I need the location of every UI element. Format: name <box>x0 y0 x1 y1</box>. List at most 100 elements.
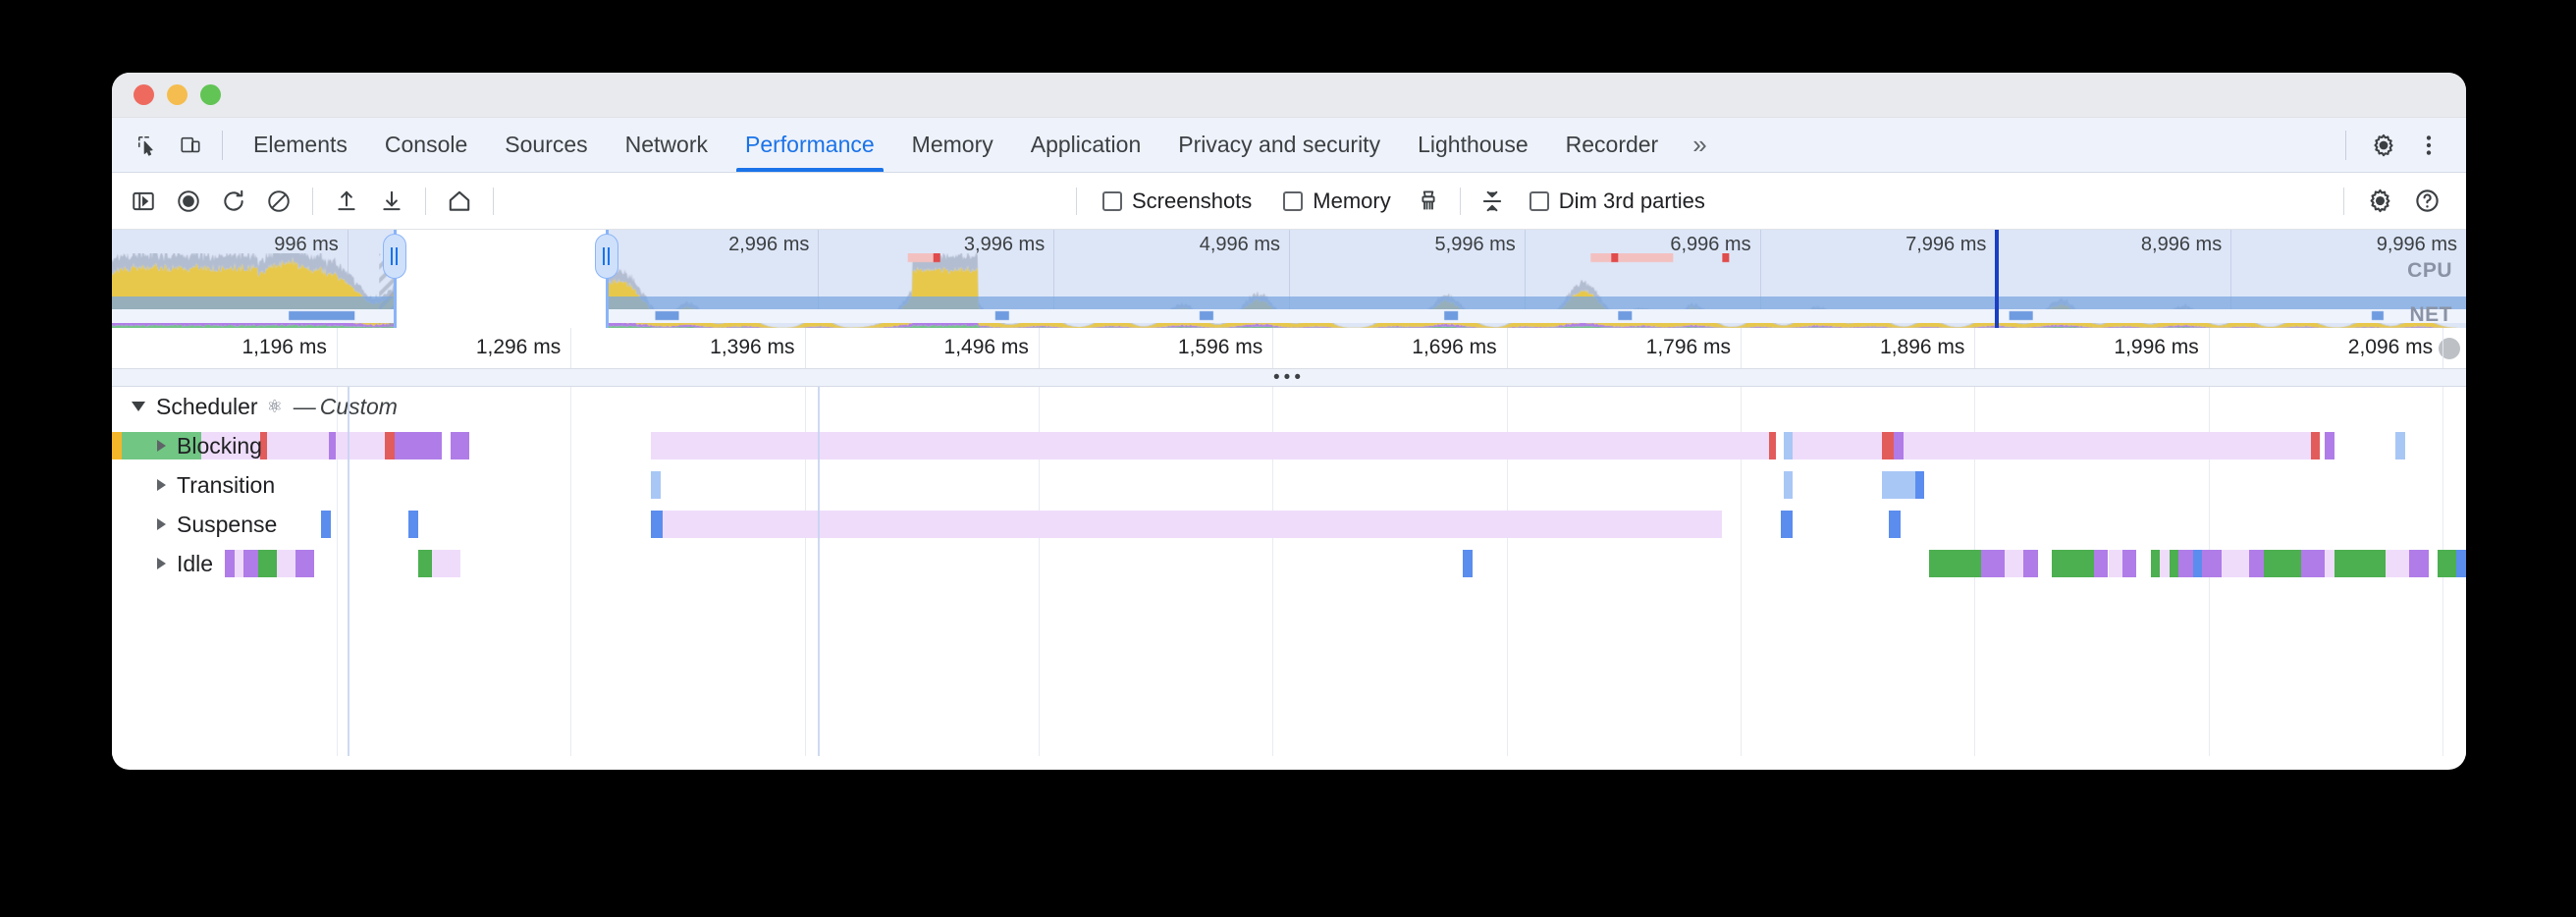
memory-checkbox-box[interactable] <box>1283 190 1304 211</box>
timeline-overview[interactable]: 996 ms1,996 ms2,996 ms3,996 ms4,996 ms5,… <box>112 230 2466 328</box>
flame-event-bar[interactable] <box>651 511 664 538</box>
reload-and-record-button[interactable] <box>212 182 255 221</box>
flame-event-bar[interactable] <box>1981 550 2005 577</box>
collapse-expand-icon[interactable] <box>1471 182 1514 221</box>
more-tabs-chevron-icon[interactable]: » <box>1692 130 1707 159</box>
flame-event-bar[interactable] <box>2150 550 2161 577</box>
flame-event-bar[interactable] <box>2325 550 2334 577</box>
chevron-right-icon[interactable] <box>157 440 166 452</box>
capture-settings-gear-icon[interactable] <box>2358 182 2401 221</box>
flame-event-bar[interactable] <box>1894 432 1904 459</box>
track-row-suspense[interactable]: Suspense <box>112 505 2466 544</box>
flame-event-bar[interactable] <box>1783 471 1794 499</box>
flame-event-bar[interactable] <box>385 432 395 459</box>
flame-event-bar[interactable] <box>2202 550 2222 577</box>
flame-event-bar[interactable] <box>1903 432 2311 459</box>
flame-event-bar[interactable] <box>408 511 418 538</box>
minimize-window-button[interactable] <box>167 84 188 105</box>
record-button[interactable] <box>167 182 210 221</box>
flame-event-bar[interactable] <box>2169 550 2179 577</box>
flame-event-bar[interactable] <box>243 550 258 577</box>
settings-gear-icon[interactable] <box>2364 127 2403 164</box>
track-idle-label[interactable]: Idle <box>112 544 213 583</box>
horizontal-scroll-knob[interactable] <box>2439 338 2460 359</box>
dim-3rd-parties-checkbox-box[interactable] <box>1529 190 1549 211</box>
flame-event-bar[interactable] <box>321 511 331 538</box>
flame-event-bar[interactable] <box>2325 432 2334 459</box>
flame-event-bar[interactable] <box>328 432 336 459</box>
flame-event-bar[interactable] <box>2249 550 2264 577</box>
flame-event-bar[interactable] <box>225 550 235 577</box>
flame-event-bar[interactable] <box>2178 550 2193 577</box>
flame-event-bar[interactable] <box>2094 550 2109 577</box>
flame-event-bar[interactable] <box>1929 550 1981 577</box>
overview-resize-handle-left[interactable] <box>382 234 406 279</box>
flame-event-bar[interactable] <box>651 471 661 499</box>
flame-event-bar[interactable] <box>2395 432 2405 459</box>
flame-event-bar[interactable] <box>2121 550 2137 577</box>
flame-event-bar[interactable] <box>267 432 329 459</box>
upload-profile-button[interactable] <box>325 182 368 221</box>
inspect-element-icon[interactable] <box>128 127 167 164</box>
toggle-sidebar-button[interactable] <box>122 182 165 221</box>
dim-3rd-parties-checkbox[interactable]: Dim 3rd parties <box>1514 189 1721 214</box>
flame-event-bar[interactable] <box>2301 550 2326 577</box>
track-row-transition[interactable]: Transition <box>112 465 2466 505</box>
tab-privacy-and-security[interactable]: Privacy and security <box>1178 132 1381 157</box>
flame-event-bar[interactable] <box>2023 550 2038 577</box>
tab-lighthouse[interactable]: Lighthouse <box>1418 132 1529 157</box>
tab-elements[interactable]: Elements <box>253 132 348 157</box>
pane-resize-divider[interactable]: ••• <box>112 368 2466 387</box>
track-transition-label[interactable]: Transition <box>112 465 275 505</box>
tab-application[interactable]: Application <box>1030 132 1142 157</box>
chevron-right-icon[interactable] <box>157 558 166 569</box>
track-suspense-bars[interactable] <box>112 511 2466 538</box>
flame-chart[interactable]: Scheduler ⚛ — Custom Blocking <box>112 387 2466 756</box>
overview-selection-left-edge[interactable] <box>393 230 397 328</box>
download-profile-button[interactable] <box>370 182 413 221</box>
flame-event-bar[interactable] <box>2438 550 2457 577</box>
screenshots-checkbox-box[interactable] <box>1102 190 1122 211</box>
track-transition-bars[interactable] <box>112 471 2466 499</box>
flame-event-bar[interactable] <box>441 432 452 459</box>
track-group-scheduler-label[interactable]: Scheduler ⚛ — Custom <box>112 387 398 426</box>
collect-garbage-icon[interactable] <box>1407 182 1450 221</box>
flame-event-bar[interactable] <box>2192 550 2203 577</box>
flame-event-bar[interactable] <box>2004 550 2024 577</box>
tab-network[interactable]: Network <box>624 132 708 157</box>
flame-event-bar[interactable] <box>1783 432 1794 459</box>
track-row-idle[interactable]: Idle <box>112 544 2466 583</box>
overview-playhead-cursor[interactable] <box>1995 230 2000 328</box>
tab-sources[interactable]: Sources <box>505 132 588 157</box>
live-metrics-home-button[interactable] <box>438 182 481 221</box>
kebab-menu-icon[interactable] <box>2409 127 2448 164</box>
flame-event-bar[interactable] <box>2386 550 2410 577</box>
track-blocking-bars[interactable] <box>112 432 2466 459</box>
flame-event-bar[interactable] <box>335 432 386 459</box>
chevron-down-icon[interactable] <box>132 402 145 411</box>
flame-event-bar[interactable] <box>295 550 315 577</box>
flame-event-bar[interactable] <box>2263 550 2302 577</box>
flame-event-bar[interactable] <box>2108 550 2122 577</box>
clear-button[interactable] <box>257 182 300 221</box>
flame-event-bar[interactable] <box>2221 550 2250 577</box>
flame-event-bar[interactable] <box>1889 511 1902 538</box>
flame-event-bar[interactable] <box>403 432 442 459</box>
memory-checkbox[interactable]: Memory <box>1267 189 1406 214</box>
close-window-button[interactable] <box>134 84 154 105</box>
flame-event-bar[interactable] <box>432 550 460 577</box>
tab-performance[interactable]: Performance <box>726 118 893 172</box>
flame-event-bar[interactable] <box>2456 550 2466 577</box>
flame-event-bar[interactable] <box>2051 550 2095 577</box>
track-blocking-label[interactable]: Blocking <box>112 426 262 465</box>
flame-event-bar[interactable] <box>2409 550 2429 577</box>
flame-event-bar[interactable] <box>1769 432 1777 459</box>
flame-event-bar[interactable] <box>2334 550 2387 577</box>
flame-event-bar[interactable] <box>1882 432 1895 459</box>
flame-event-bar[interactable] <box>1463 550 1474 577</box>
overview-resize-handle-right[interactable] <box>594 234 618 279</box>
tab-console[interactable]: Console <box>384 132 468 157</box>
flame-event-bar[interactable] <box>201 432 261 459</box>
flame-event-bar[interactable] <box>1781 511 1794 538</box>
screenshots-checkbox[interactable]: Screenshots <box>1087 189 1267 214</box>
